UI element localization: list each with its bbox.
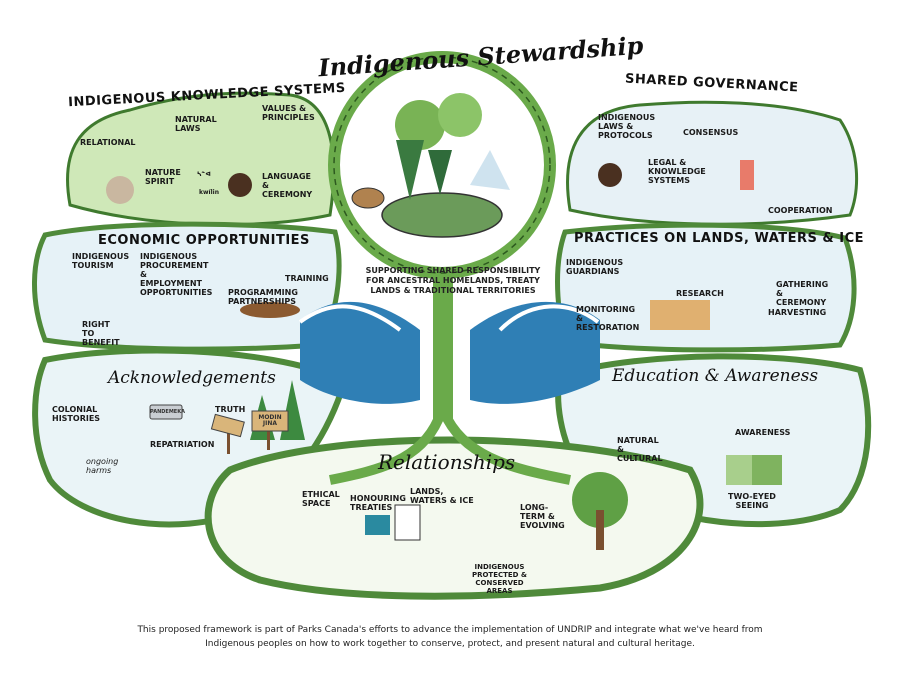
label-two-eyed-seeing: Two-Eyed Seeing <box>728 492 776 510</box>
label-procurement: Indigenous Procurement & Employment Oppo… <box>140 252 213 297</box>
label-training: Training <box>285 274 329 283</box>
label-laws-protocols: Indigenous Laws & Protocols <box>598 113 656 140</box>
label-awareness: Awareness <box>735 428 791 437</box>
elder-figure <box>106 176 134 204</box>
wooden-sign <box>251 410 289 432</box>
tree-trunk <box>596 510 604 550</box>
flag-icon <box>365 515 390 535</box>
wooden-sign-text: Modin Jina <box>258 414 282 427</box>
speech-bubble: kwílin <box>199 189 219 196</box>
label-nature-spirit: Nature Spirit <box>145 168 181 186</box>
label-colonial-histories: Colonial Histories <box>52 405 101 423</box>
label-right-to-benefit: Right to Benefit <box>82 320 120 347</box>
label-legal-knowledge: Legal & Knowledge Systems <box>648 158 706 185</box>
relationships-heading: Relationships <box>378 450 516 474</box>
speech-bubble: ᓴᓐᐊ <box>197 171 211 178</box>
woman-figure <box>228 173 252 197</box>
label-monitoring: Monitoring & Restoration <box>576 305 640 332</box>
wreath-braid <box>333 56 551 274</box>
label-consensus: Consensus <box>683 128 739 137</box>
label-long-term: Long-Term & Evolving <box>520 503 565 530</box>
stone-sign <box>149 404 183 420</box>
label-values: Values & Principles <box>262 104 315 122</box>
footer-line-2: Indigenous peoples on how to work togeth… <box>205 639 695 649</box>
label-partnerships: Programming Partnerships <box>228 288 298 306</box>
label-relational: Relational <box>80 138 136 147</box>
tree-canopy <box>572 472 628 528</box>
label-ethical-space: Ethical Space <box>302 490 340 508</box>
label-ipca: Indigenous Protected & Conserved Areas <box>471 563 528 595</box>
puzzle-piece-icon <box>752 455 782 485</box>
label-ongoing-harms: ongoing harms <box>86 457 119 475</box>
label-natural-cultural: Natural & Cultural <box>617 436 663 463</box>
label-cooperation: Cooperation <box>768 206 833 215</box>
sign-post <box>267 430 270 450</box>
center-subtitle: Supporting shared responsibility for anc… <box>365 266 541 295</box>
label-research: Research <box>676 289 724 298</box>
person-figure <box>598 163 622 187</box>
tree-canopy <box>395 100 445 150</box>
footer-line-1: This proposed framework is part of Parks… <box>137 625 763 635</box>
acknowledgements-heading: Acknowledgements <box>108 368 276 388</box>
wooden-sign <box>210 413 245 438</box>
label-repatriation: Repatriation <box>150 440 215 449</box>
shoreline <box>650 300 710 330</box>
pine-tree <box>396 140 424 200</box>
label-guardians: Indigenous Guardians <box>566 258 624 276</box>
stone-sign-text: Pandemeka <box>150 409 185 415</box>
economic-heading: Economic Opportunities <box>98 233 310 248</box>
label-gathering: Gathering & Ceremony <box>776 280 829 307</box>
iceberg <box>470 150 510 190</box>
practices-heading: Practices on Lands, Waters & Ice <box>574 231 865 246</box>
label-honouring-treaties: Honouring Treaties <box>350 494 406 512</box>
turtle-shell <box>381 192 503 238</box>
label-truth: Truth <box>215 405 246 414</box>
education-heading: Education & Awareness <box>612 366 819 386</box>
label-harvesting: Harvesting <box>768 308 827 317</box>
canoe <box>240 302 300 318</box>
label-natural-laws: Natural Laws <box>175 115 217 133</box>
label-language: Language & Ceremony <box>262 172 313 199</box>
treaty-scroll-icon <box>394 504 421 541</box>
wave-crest <box>498 304 600 332</box>
water <box>300 301 420 404</box>
person-figure <box>740 160 754 190</box>
braided-trunk <box>329 270 571 485</box>
puzzle-piece-icon <box>726 455 756 485</box>
pine-tree <box>428 150 452 195</box>
wave-crest <box>298 304 402 332</box>
label-lands-waters-ice: Lands, Waters & Ice <box>410 487 474 505</box>
sign-post <box>227 432 230 454</box>
turtle-head <box>351 187 385 209</box>
label-tourism: Indigenous Tourism <box>72 252 130 270</box>
tree-canopy <box>438 93 482 137</box>
